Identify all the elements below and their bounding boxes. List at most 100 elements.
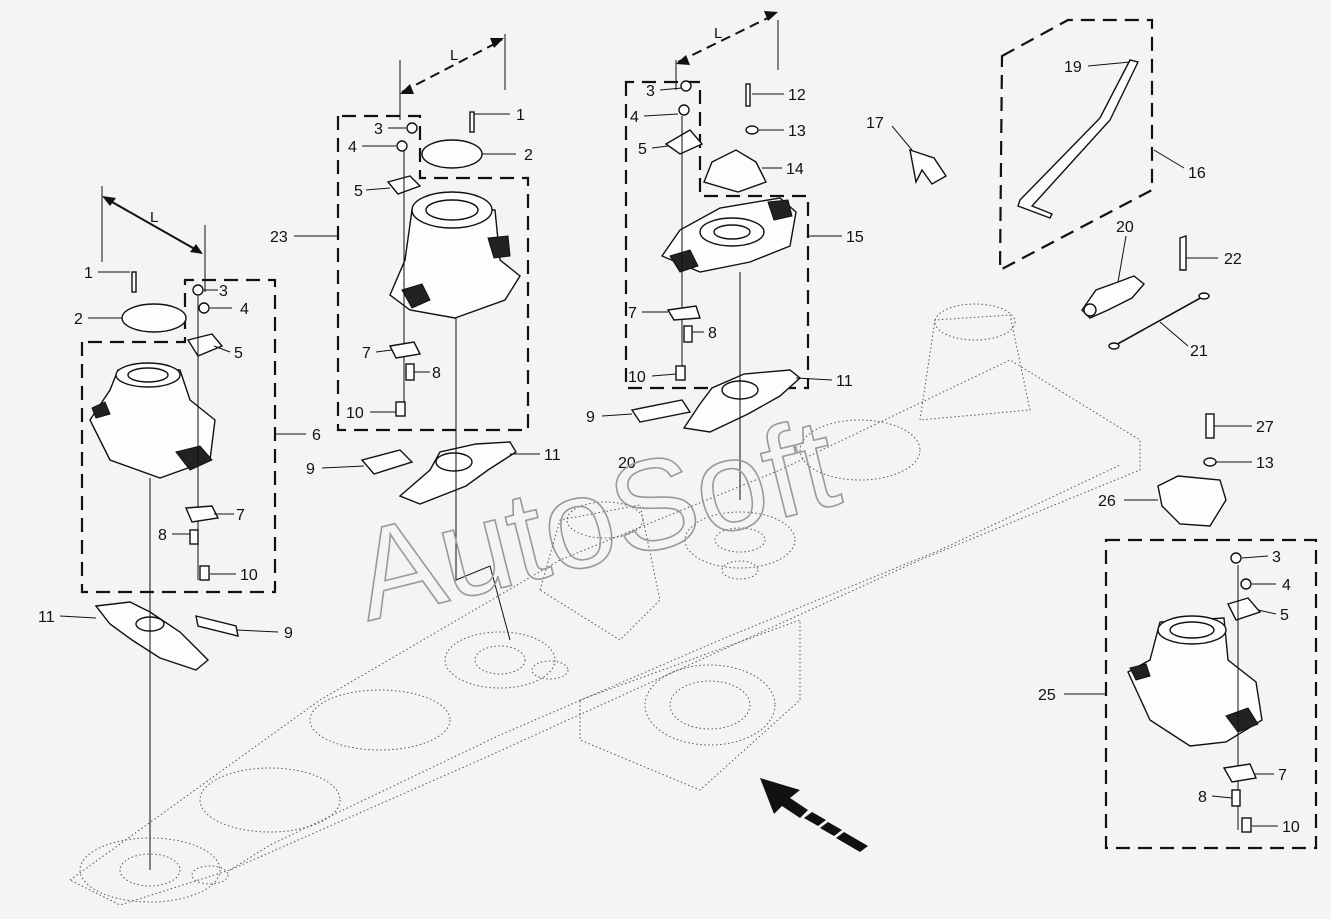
dimension-label: L	[714, 25, 722, 42]
nut	[680, 80, 692, 92]
callout-3: 3	[219, 283, 228, 300]
bolt	[395, 401, 406, 417]
dimension-l-right: L	[675, 11, 779, 90]
callout-5: 5	[638, 141, 647, 158]
callout-10: 10	[346, 405, 364, 422]
callout-11: 11	[836, 373, 853, 390]
bolt	[1231, 789, 1241, 807]
callout-13: 13	[1256, 455, 1274, 472]
callout-20: 20	[618, 455, 636, 472]
bolt	[199, 565, 210, 581]
callout-7: 7	[1278, 767, 1287, 784]
bolt	[189, 529, 199, 545]
nut	[1230, 552, 1242, 564]
callout-16: 16	[1188, 165, 1206, 182]
callout-12: 12	[788, 87, 806, 104]
callout-8: 8	[708, 325, 717, 342]
bolt	[675, 365, 686, 381]
bracket	[1227, 597, 1262, 621]
dimension-label: L	[450, 47, 458, 64]
group-frame-23	[336, 114, 530, 432]
bolt	[1205, 413, 1215, 439]
group-frame-25	[1104, 538, 1318, 850]
callout-labels: 1 2 3 4 5 6 7 8 10 11 9 1 2 3 4 5 23 7 8…	[38, 59, 1300, 836]
dimension-l-left: L	[101, 186, 206, 292]
right-cutter-assembly	[630, 80, 802, 500]
washer	[745, 125, 759, 135]
callout-10: 10	[1282, 819, 1300, 836]
group-frame-16	[998, 18, 1154, 272]
washer-plate	[666, 305, 701, 321]
callout-20: 20	[1116, 219, 1134, 236]
callout-25: 25	[1038, 687, 1056, 704]
callout-1: 1	[84, 265, 93, 282]
callout-9: 9	[284, 625, 293, 642]
callout-8: 8	[1198, 789, 1207, 806]
group-frame-15	[624, 80, 810, 390]
washer-plate	[184, 505, 220, 523]
callout-26: 26	[1098, 493, 1116, 510]
callout-11: 11	[544, 447, 561, 464]
callout-14: 14	[786, 161, 804, 178]
knife	[195, 615, 239, 637]
callout-7: 7	[236, 507, 245, 524]
callout-4: 4	[240, 301, 249, 318]
callout-11: 11	[38, 609, 55, 626]
callout-1: 1	[516, 107, 525, 124]
callout-2: 2	[524, 147, 533, 164]
callout-3: 3	[1272, 549, 1281, 566]
cable	[1113, 295, 1205, 347]
nut	[192, 284, 204, 296]
clip	[909, 148, 947, 185]
hub-housing	[1127, 617, 1263, 747]
callout-leaders	[59, 61, 1278, 827]
callout-8: 8	[158, 527, 167, 544]
spare-cutter-assembly	[1127, 552, 1263, 833]
latch-plate	[1081, 275, 1146, 319]
bolt	[1241, 817, 1252, 833]
dimension-l-middle: L	[399, 34, 506, 120]
bolt	[745, 83, 751, 107]
nut	[396, 140, 408, 152]
callout-4: 4	[348, 139, 357, 156]
callout-9: 9	[586, 409, 595, 426]
callout-23: 23	[270, 229, 288, 246]
cover-plate	[121, 303, 187, 333]
callout-15: 15	[846, 229, 864, 246]
bracket	[664, 129, 704, 155]
knife	[360, 449, 414, 475]
callout-5: 5	[354, 183, 363, 200]
bracket	[186, 333, 224, 357]
callout-5: 5	[234, 345, 243, 362]
nut	[678, 104, 690, 116]
disc	[682, 369, 802, 433]
screw	[131, 271, 137, 293]
callout-19: 19	[1064, 59, 1082, 76]
callout-4: 4	[630, 109, 639, 126]
cap	[703, 149, 767, 193]
group-frame-6	[80, 278, 277, 594]
callout-10: 10	[240, 567, 258, 584]
knife	[630, 399, 692, 423]
washer-plate	[388, 341, 422, 359]
nut	[1240, 578, 1252, 590]
callout-6: 6	[312, 427, 321, 444]
callout-21: 21	[1190, 343, 1208, 360]
lever-rod	[1017, 59, 1140, 219]
washer-plate	[1222, 763, 1257, 783]
disc	[398, 441, 517, 505]
callout-2: 2	[74, 311, 83, 328]
bolt	[405, 363, 415, 381]
bolt	[683, 325, 693, 343]
watermark-text: AutoSoft	[340, 391, 851, 649]
callout-17: 17	[866, 115, 884, 132]
left-cutter-assembly	[89, 271, 239, 870]
callout-3: 3	[646, 83, 655, 100]
callout-5: 5	[1280, 607, 1289, 624]
washer	[1203, 457, 1217, 467]
disc	[94, 601, 210, 671]
dimension-label: L	[150, 209, 158, 226]
callout-7: 7	[628, 305, 637, 322]
callout-8: 8	[432, 365, 441, 382]
cover-block	[1157, 475, 1227, 527]
